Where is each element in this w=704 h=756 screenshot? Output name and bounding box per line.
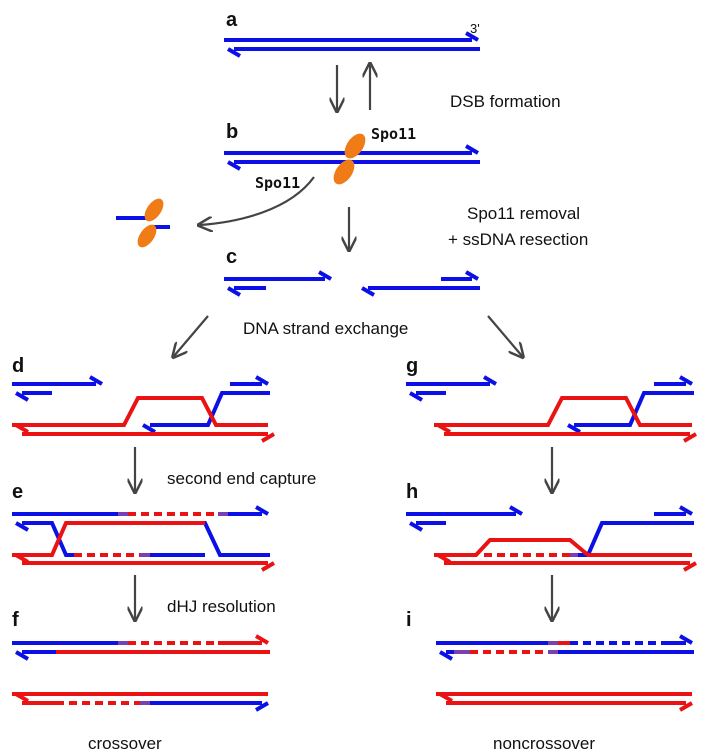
process-arrows — [135, 65, 552, 619]
second-end-capture-label: second end capture — [167, 469, 316, 488]
ssdna-resection-label: + ssDNA resection — [448, 230, 588, 249]
panel-label-i: i — [406, 609, 412, 631]
strand-exchange-label: DNA strand exchange — [243, 319, 408, 338]
arrowhead-b-top — [464, 144, 480, 155]
crossover-f — [12, 634, 270, 712]
arrow-to-d — [174, 315, 209, 356]
dsb-formation-label: DSB formation — [450, 92, 561, 111]
arrowhead-a-top — [464, 31, 480, 42]
arrowhead-c-right-bottom — [360, 286, 376, 297]
spo11-bottom-protein — [333, 159, 355, 185]
d-loop-d — [12, 375, 276, 443]
panel-label-a: a — [226, 9, 238, 31]
panel-label-c: c — [226, 246, 237, 268]
spo11-bottom-label: Spo11 — [255, 174, 300, 192]
spo11-protein-b — [333, 133, 366, 185]
spo11-top-label: Spo11 — [371, 125, 416, 143]
noncrossover-i — [436, 634, 694, 712]
arrowhead-c-left-top — [317, 270, 333, 281]
arrowhead-c-right-top — [464, 270, 480, 281]
d-loop-g — [406, 375, 698, 443]
arrowhead-b-bottom — [226, 160, 242, 171]
dhj-e — [12, 505, 276, 572]
three-prime-label: 3' — [470, 21, 480, 36]
panel-label-e: e — [12, 481, 23, 503]
panel-label-d: d — [12, 355, 24, 377]
released-spo11 — [116, 198, 170, 248]
resected-ends-c — [224, 270, 480, 297]
spo11-top-protein — [344, 133, 366, 159]
sdsa-h — [406, 505, 698, 572]
released-spo11-bottom — [137, 224, 157, 248]
panel-label-h: h — [406, 481, 418, 503]
released-spo11-top — [144, 198, 164, 222]
spo11-removal-label: Spo11 removal — [467, 204, 580, 223]
crossover-label: crossover — [88, 734, 162, 753]
arrow-to-g — [487, 315, 522, 356]
noncrossover-label: noncrossover — [493, 734, 595, 753]
arrowhead-a-bottom — [226, 47, 242, 58]
dhj-resolution-label: dHJ resolution — [167, 597, 276, 616]
arrowhead-c-left-bottom — [226, 286, 242, 297]
panel-label-f: f — [12, 609, 19, 631]
duplex-a — [224, 31, 480, 58]
panel-label-b: b — [226, 121, 238, 143]
panel-label-g: g — [406, 355, 418, 377]
arrow-spo11-release — [200, 176, 315, 225]
